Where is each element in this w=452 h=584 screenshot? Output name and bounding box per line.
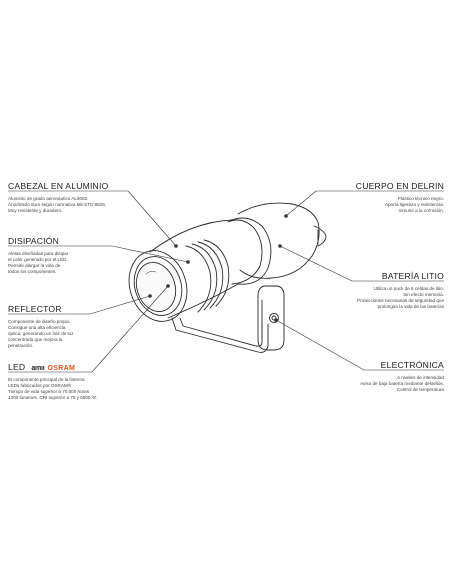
callout-reflector-line: Componente de diseño propio.	[8, 319, 71, 324]
callout-body: CUERPO EN DELRIN Plástico técnico negro.…	[356, 181, 444, 214]
callout-dissipation-title: DISIPACIÓN	[8, 236, 60, 246]
callout-battery-line: Sin efecto memoria.	[403, 292, 444, 298]
callout-dissipation: DISIPACIÓN Aletas diseñadas para disipar…	[8, 236, 68, 275]
callout-reflector-line: concentrada que mejora la	[8, 337, 63, 343]
stand-side-plate	[257, 285, 285, 351]
callout-dissipation-description: Aletas diseñadas para disipar el calor g…	[8, 251, 68, 275]
stand-bracket-inner	[179, 317, 263, 347]
callout-head-title: CABEZAL EN ALUMINIO	[8, 181, 109, 191]
callout-electronics-line: Aviso de baja batería mediante destellos…	[360, 381, 444, 387]
brand-logos: amıı OSRAM	[31, 365, 75, 372]
callout-reflector-line: Consigue una alta eficiencia	[8, 325, 66, 331]
callout-head-line: Muy resistente y duradero.	[8, 208, 63, 214]
callout-body-line: Aporta ligereza y resistencia.	[385, 202, 444, 208]
callout-body-line: Inmune a la corrosión.	[398, 208, 444, 214]
callout-battery-line: prolongan la vida de las baterías	[377, 304, 444, 310]
callout-battery-description: Utiliza un pack de 6 celdas de litio. Si…	[357, 286, 444, 310]
head-tube-bottom	[167, 283, 239, 319]
callout-battery-line: Protecciones necesarias de seguridad que	[357, 298, 444, 304]
callout-head-line: Anodizado duro según normativa Mil-STD 8…	[8, 202, 107, 208]
callout-dissipation-line: Permite alargar la vida de	[8, 263, 61, 269]
callout-body-description: Plástico técnico negro. Aporta ligereza …	[356, 196, 444, 214]
callout-body-line: Plástico técnico negro.	[397, 196, 444, 201]
fin-2	[191, 243, 218, 311]
callout-reflector-title: REFLECTOR	[8, 304, 62, 314]
callout-dissipation-line: Aletas diseñadas para disipar	[8, 251, 69, 256]
delrin-body	[237, 202, 320, 279]
callout-reflector-line: penetración.	[8, 343, 34, 349]
callout-electronics-line: 4 niveles de intensidad	[397, 375, 444, 380]
callout-head-line: Aluminio de grado aeronáutico AL6082.	[8, 196, 89, 201]
callout-electronics-line: Control de temperatura	[396, 387, 444, 393]
callout-battery: BATERÍA LITIO Utiliza un pack de 6 celda…	[357, 271, 444, 310]
fin-4	[203, 239, 230, 307]
collar-ring	[231, 217, 272, 285]
callout-electronics-title: ELECTRÓNICA	[380, 360, 444, 370]
head-tube-top	[149, 219, 233, 253]
callout-dissipation-line: todos los componentes.	[8, 269, 57, 275]
stand-knob	[269, 313, 279, 323]
callout-battery-line: Utiliza un pack de 6 celdas de litio.	[373, 286, 444, 291]
callout-battery-title: BATERÍA LITIO	[381, 271, 444, 281]
callout-led-line: LEDs fabricados por OSRAM®	[8, 383, 72, 389]
callout-led-header: LED amıı OSRAM	[8, 362, 98, 372]
callout-led-description: El componente principal de la linterna L…	[8, 377, 98, 401]
callout-led-line: El componente principal de la linterna	[8, 377, 85, 382]
fin-1	[185, 245, 212, 313]
fin-3	[197, 241, 224, 309]
callout-reflector-description: Componente de diseño propio. Consigue un…	[8, 319, 73, 349]
callout-led-line: 1300 lúmenes. CRI superior a 70 y 6500 º…	[8, 395, 98, 401]
stand-bracket	[171, 317, 269, 353]
callout-led-line: Tiempo de vida superior a 70.000 horas	[8, 389, 90, 395]
callout-led: LED amıı OSRAM El componente principal d…	[8, 362, 98, 401]
tail-cap	[313, 225, 327, 247]
callout-head-description: Aluminio de grado aeronáutico AL6082. An…	[8, 196, 108, 214]
callout-electronics-description: 4 niveles de intensidad Aviso de baja ba…	[360, 375, 444, 393]
callout-body-title: CUERPO EN DELRIN	[355, 181, 444, 191]
callout-head: CABEZAL EN ALUMINIO Aluminio de grado ae…	[8, 181, 108, 214]
callout-reflector-line: óptica, generando un haz de luz	[8, 331, 74, 337]
lens	[135, 262, 177, 312]
callout-reflector: REFLECTOR Componente de diseño propio. C…	[8, 304, 73, 349]
callout-electronics: ELECTRÓNICA 4 niveles de intensidad Avis…	[360, 360, 444, 393]
callout-led-title: LED	[8, 362, 26, 372]
osram-logo: OSRAM	[47, 365, 76, 372]
front-bezel	[128, 250, 188, 322]
ams-logo: amıı	[31, 365, 45, 372]
callout-dissipation-line: el calor generado por el LED.	[8, 257, 68, 263]
